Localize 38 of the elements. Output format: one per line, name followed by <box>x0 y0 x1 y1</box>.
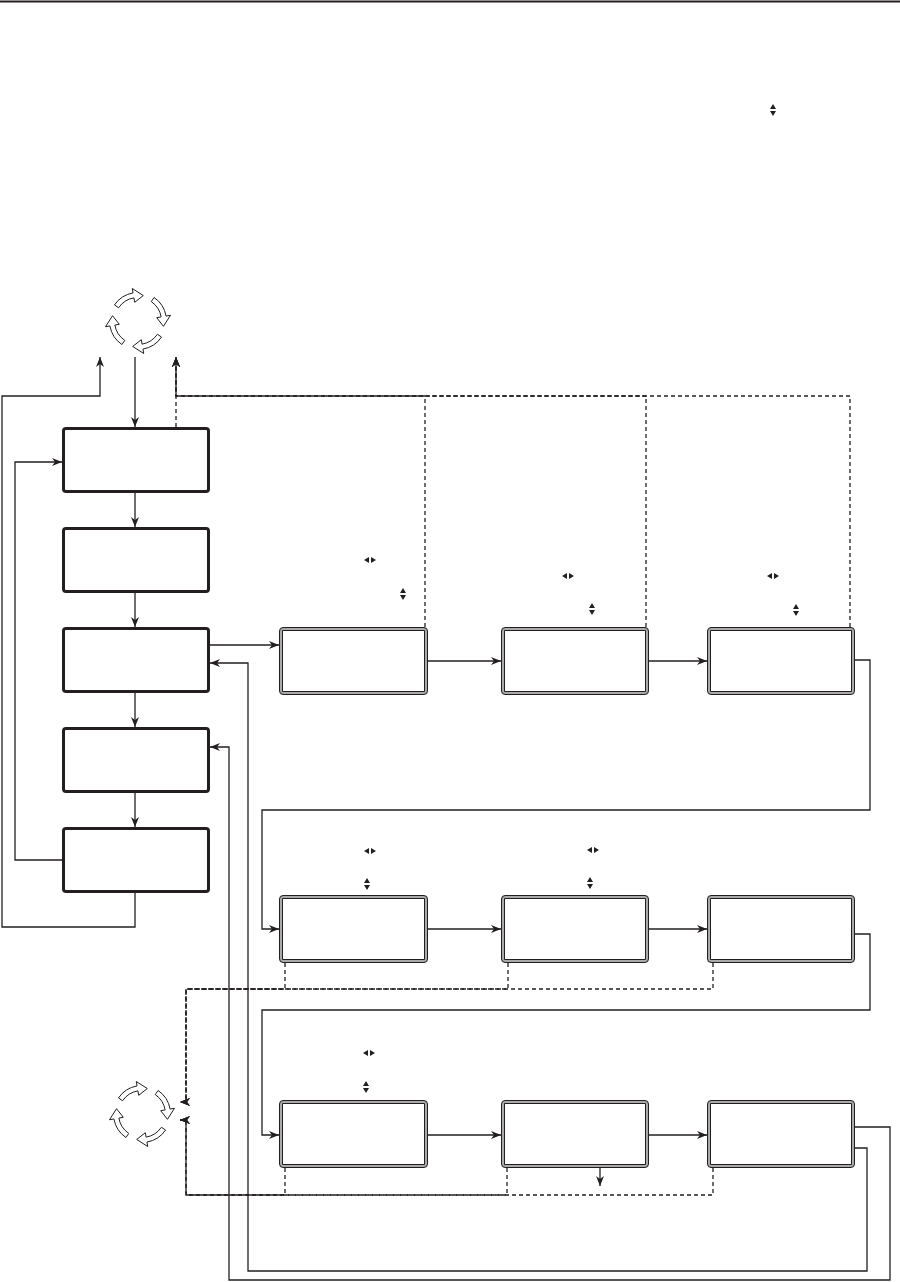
menu-box <box>62 827 210 893</box>
display-box <box>501 1100 649 1168</box>
display-box <box>707 895 855 963</box>
connector-arrow <box>179 1116 714 1196</box>
connector-arrow <box>209 641 280 649</box>
display-box <box>707 1100 855 1168</box>
menu-box <box>62 527 210 593</box>
connector-arrow <box>179 1116 508 1196</box>
menu-box <box>62 727 210 793</box>
menu-box <box>62 627 210 693</box>
connector-arrow <box>261 659 871 933</box>
connector-arrow <box>179 962 714 1106</box>
connector-arrow <box>1 356 136 928</box>
connector-arrow <box>172 356 426 628</box>
connector-arrow <box>131 356 139 428</box>
connector-arrow <box>596 1167 604 1187</box>
connector-arrow <box>131 592 139 628</box>
connector-arrow <box>209 743 891 1281</box>
connector-arrow <box>648 925 708 933</box>
connector-arrow <box>427 925 502 933</box>
connector-arrow <box>14 458 63 861</box>
display-box <box>501 895 649 963</box>
connector-arrow <box>131 692 139 728</box>
connector-arrow <box>209 659 868 1272</box>
connector-arrow <box>261 933 871 1139</box>
display-box <box>707 627 855 695</box>
display-box <box>279 895 428 963</box>
connector-arrow <box>427 1131 502 1139</box>
menu-box <box>62 427 210 493</box>
connector-arrow <box>172 356 851 628</box>
display-box <box>501 627 649 695</box>
connector-arrow <box>131 792 139 828</box>
connector-arrow <box>648 657 708 665</box>
display-box <box>279 627 428 695</box>
connector-arrow <box>648 1131 708 1139</box>
display-box <box>279 1100 428 1168</box>
connector-arrow <box>131 492 139 528</box>
connector-arrow <box>427 657 502 665</box>
